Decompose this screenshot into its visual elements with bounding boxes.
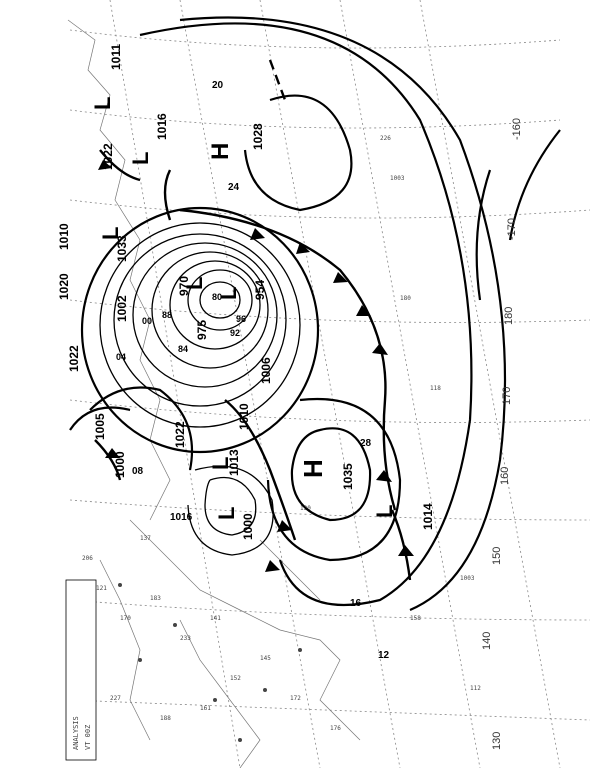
low-center: L <box>216 287 241 300</box>
svg-text:180: 180 <box>400 295 411 302</box>
low-center: L <box>208 457 233 470</box>
svg-text:158: 158 <box>410 615 421 622</box>
longitude-label: -160 <box>511 118 523 140</box>
longitude-label: -170 <box>506 218 518 240</box>
isobar-label: 1013 <box>227 449 241 476</box>
caption-line: ANALYSIS <box>72 716 80 750</box>
isobar-label: 1016 <box>155 113 169 140</box>
isobar-label: 1010 <box>57 223 71 250</box>
isobar-label: 1016 <box>170 512 193 523</box>
svg-text:141: 141 <box>210 615 221 622</box>
isobar-label: 1000 <box>241 513 255 540</box>
isobar-label: 08 <box>132 466 144 477</box>
low-center: L <box>128 152 153 165</box>
pressure-centers: L H L L L L H L L L <box>90 97 397 520</box>
isobar-label: 16 <box>350 598 362 609</box>
isobar-labels: 1011 1016 1022 1028 1033 1002 970 975 95… <box>57 44 435 661</box>
isobar-label: 1002 <box>115 295 129 322</box>
isobar-label: 1005 <box>93 413 107 440</box>
svg-text:226: 226 <box>380 135 391 142</box>
isobar-label: 12 <box>378 650 390 661</box>
isobar-label: 954 <box>253 280 267 300</box>
isobar-label: 04 <box>116 352 126 362</box>
svg-text:118: 118 <box>430 385 441 392</box>
longitude-label: 150 <box>491 547 503 565</box>
isobar-label: 1010 <box>237 403 251 430</box>
isobar-label: 28 <box>360 438 372 449</box>
svg-text:121: 121 <box>96 585 107 592</box>
isobar-label: 1028 <box>251 123 265 150</box>
svg-text:137: 137 <box>140 535 151 542</box>
isobar-label: 1011 <box>109 44 123 70</box>
longitude-label: 160 <box>499 467 511 485</box>
isobar-label: 1035 <box>341 463 355 490</box>
isobar-label: 1022 <box>173 421 187 448</box>
isobars <box>69 16 561 612</box>
caption-block: ANALYSIS VT 00Z <box>65 579 97 761</box>
low-center: L <box>90 97 115 110</box>
svg-text:112: 112 <box>470 685 481 692</box>
isobar-label: 96 <box>236 314 246 324</box>
isobar-label: 20 <box>212 80 224 91</box>
longitude-label: 140 <box>481 632 493 650</box>
isobar-label: 92 <box>230 328 240 338</box>
isobar-label: 1022 <box>67 345 81 372</box>
svg-text:188: 188 <box>160 715 171 722</box>
high-center: H <box>298 459 328 478</box>
isobar-label: 1014 <box>421 503 435 530</box>
low-center: L <box>372 505 397 518</box>
isobar-label: 1022 <box>101 143 115 170</box>
high-center: H <box>207 143 234 160</box>
low-center: L <box>98 227 123 240</box>
isobar-label: 80 <box>212 292 222 302</box>
svg-text:176: 176 <box>330 725 341 732</box>
longitude-labels: -160 -170 180 170 160 150 140 130 <box>481 118 523 750</box>
isobar-label: 970 <box>177 276 191 296</box>
svg-text:183: 183 <box>150 595 161 602</box>
svg-text:152: 152 <box>230 675 241 682</box>
svg-text:145: 145 <box>260 655 271 662</box>
longitude-label: 170 <box>501 387 513 405</box>
graticule <box>69 0 591 768</box>
isobar-label: 1033 <box>115 235 129 262</box>
svg-text:206: 206 <box>82 555 93 562</box>
low-center: L <box>182 277 207 290</box>
svg-text:233: 233 <box>180 635 191 642</box>
svg-text:170: 170 <box>120 615 131 622</box>
isobar-label: 84 <box>178 344 188 354</box>
isobar-label: 1006 <box>259 357 273 384</box>
isobar-label: 1020 <box>57 273 71 300</box>
isobar-label: 1000 <box>113 451 127 478</box>
svg-text:1003: 1003 <box>460 575 475 582</box>
svg-text:172: 172 <box>290 695 301 702</box>
station-observations: 206 121 170 183 233 141 152 145 172 161 … <box>82 135 481 742</box>
coastlines <box>67 19 361 768</box>
low-center: L <box>214 507 239 520</box>
longitude-label: 130 <box>491 732 503 750</box>
isobar-label: 24 <box>228 182 240 193</box>
isobar-label: 88 <box>162 310 172 320</box>
svg-text:161: 161 <box>200 705 211 712</box>
svg-text:1003: 1003 <box>390 175 405 182</box>
isobar-label: 975 <box>195 320 209 340</box>
fronts <box>94 59 414 581</box>
caption-line: VT 00Z <box>84 725 92 750</box>
longitude-label: 180 <box>503 307 515 325</box>
isobar-label: 00 <box>142 316 152 326</box>
svg-text:227: 227 <box>110 695 121 702</box>
